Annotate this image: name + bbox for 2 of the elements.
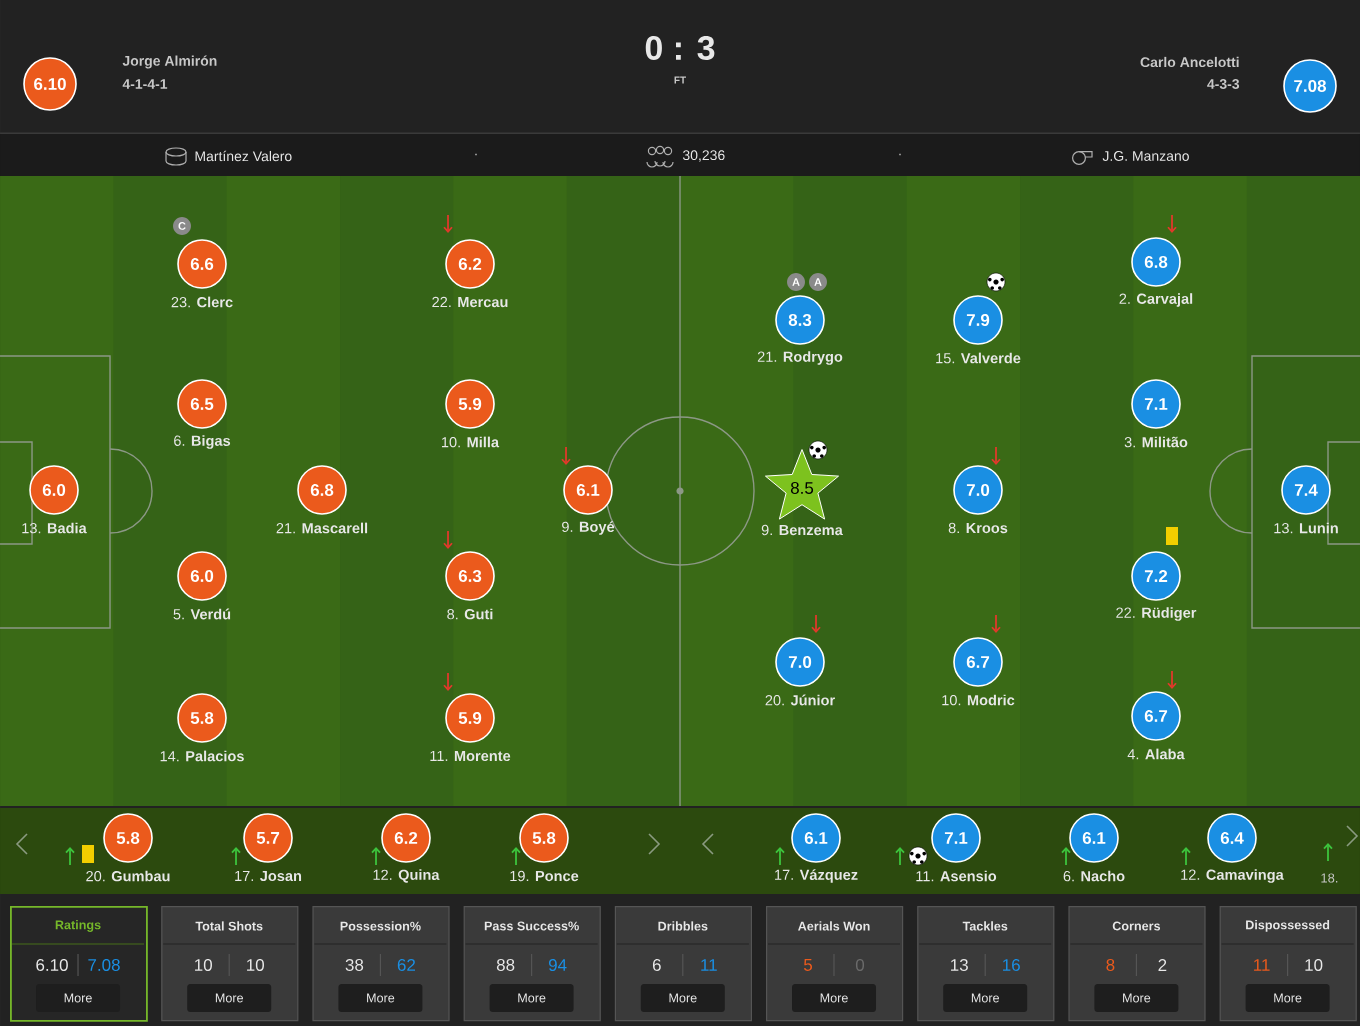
text: 0 : 3	[645, 35, 715, 61]
rating-star: 8.5	[764, 449, 840, 520]
